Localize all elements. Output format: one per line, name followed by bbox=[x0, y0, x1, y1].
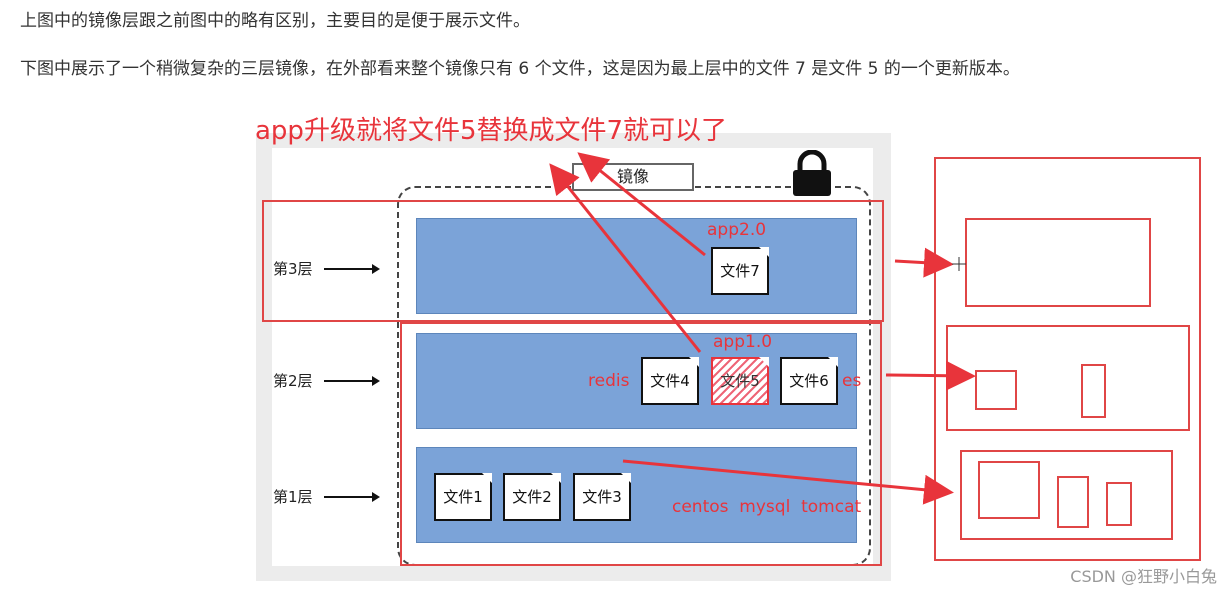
note-redis: redis bbox=[588, 371, 630, 391]
file-2: 文件2 bbox=[503, 473, 561, 521]
cursor-crosshair-icon bbox=[952, 257, 966, 271]
file-5: 文件5 bbox=[711, 357, 769, 405]
file-3: 文件3 bbox=[573, 473, 631, 521]
sketch-top-box bbox=[965, 218, 1151, 307]
watermark: CSDN @狂野小白兔 bbox=[1070, 567, 1217, 586]
sketch-middle-small-2 bbox=[1081, 364, 1106, 418]
file-6: 文件6 bbox=[780, 357, 838, 405]
highlight-layer-3 bbox=[262, 200, 884, 322]
layer-2-label: 第2层 bbox=[273, 372, 313, 390]
highlight-layers-1-2 bbox=[400, 322, 882, 566]
sketch-bottom-small-2 bbox=[1057, 476, 1089, 528]
layer-3 bbox=[416, 218, 857, 314]
sketch-outer-box bbox=[934, 157, 1201, 561]
paragraph-2: 下图中展示了一个稍微复杂的三层镜像，在外部看来整个镜像只有 6 个文件，这是因为… bbox=[20, 59, 1020, 79]
layer-1-label: 第1层 bbox=[273, 488, 313, 506]
sketch-bottom-small-1 bbox=[978, 461, 1040, 519]
sketch-bottom-small-3 bbox=[1106, 482, 1132, 526]
lock-icon bbox=[793, 150, 831, 196]
sketch-middle-small-1 bbox=[975, 370, 1017, 410]
tag-app1: app1.0 bbox=[713, 332, 773, 352]
note-layer1: centos mysql tomcat bbox=[672, 497, 862, 517]
layer-3-label: 第3层 bbox=[273, 260, 313, 278]
file-4: 文件4 bbox=[641, 357, 699, 405]
layer-2-pointer bbox=[324, 376, 380, 386]
layer-1-pointer bbox=[324, 492, 380, 502]
file-7: 文件7 bbox=[711, 247, 769, 295]
annotation-title: app升级就将文件5替换成文件7就可以了 bbox=[255, 116, 728, 146]
sketch-bottom-box bbox=[960, 450, 1173, 540]
tag-app2: app2.0 bbox=[707, 220, 767, 240]
paragraph-1: 上图中的镜像层跟之前图中的略有区别，主要目的是便于展示文件。 bbox=[20, 11, 530, 31]
note-es: es bbox=[842, 371, 862, 391]
layer-3-pointer bbox=[324, 264, 380, 274]
file-1: 文件1 bbox=[434, 473, 492, 521]
